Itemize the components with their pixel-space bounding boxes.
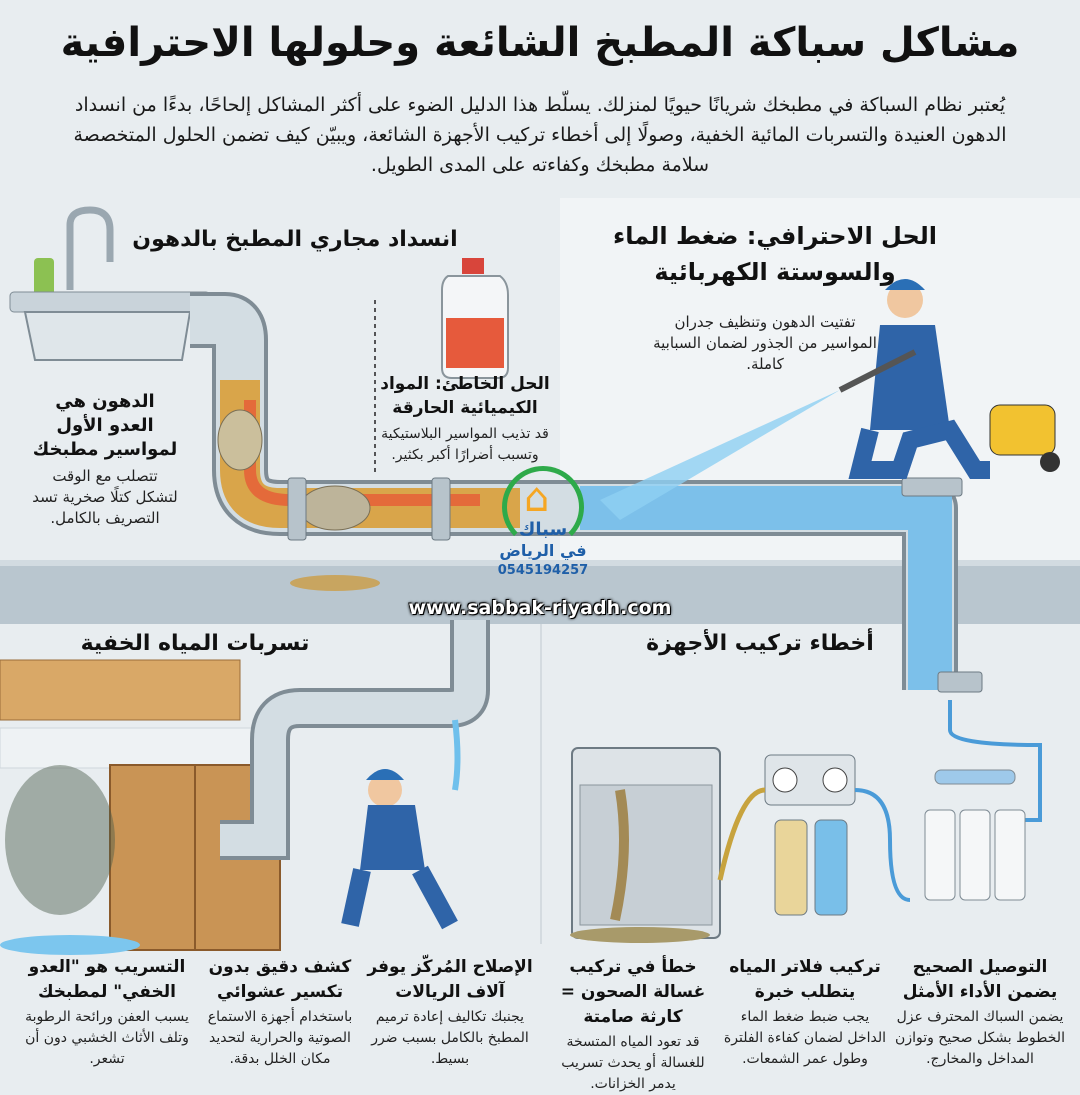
plumber-leak-detection-icon (341, 769, 458, 930)
grease-puddle (290, 575, 380, 591)
caption-title: التسريب هو "العدو الخفي" لمطبخك (28, 957, 186, 1002)
appliances-heading: أخطاء تركيب الأجهزة (646, 631, 874, 656)
logo-phone: 0545194257 (497, 563, 589, 578)
caption-title: كشف دقيق بدون تكسير عشوائي (208, 957, 352, 1002)
intro-paragraph: يُعتبر نظام السباكة في مطبخك شريانًا حيو… (73, 94, 1007, 176)
house-icon: ⌂ (524, 475, 550, 521)
caption-title: التوصيل الصحيح يضمن الأداء الأمثل (902, 957, 1058, 1002)
caption-body: يجب ضبط ضغط الماء الداخل لضمان كفاءة الف… (723, 1009, 887, 1067)
grease-blockage (217, 409, 263, 471)
website-watermark: www.sabbak-riyadh.com (408, 597, 672, 619)
caption-body: يسبب العفن ورائحة الرطوبة وتلف الأثاث ال… (25, 1009, 189, 1067)
caption-focused-repair: الإصلاح المُركّز يوفر آلاف الريالات يجنب… (365, 955, 535, 1070)
sink-faucet-icon (9, 206, 211, 361)
dishwasher-icon (570, 747, 721, 943)
pro-solution-body: تفتيت الدهون وتنظيف جدران المواسير من ال… (653, 313, 877, 373)
caption-title: الإصلاح المُركّز يوفر آلاف الريالات (367, 957, 533, 1002)
grease-section-heading: انسداد مجاري المطبخ بالدهون (132, 227, 458, 252)
caption-title: تركيب فلاتر المياه يتطلب خبرة (729, 957, 881, 1002)
logo-ring (502, 466, 584, 548)
mold-stain (5, 765, 115, 915)
caption-body: قد تعود المياه المتسخة للغسالة أو يحدث ت… (561, 1034, 705, 1092)
ro-filter-system-icon (854, 700, 1042, 902)
grease-callout-title: الدهون هي العدو الأول لمواسير مطبخك (32, 391, 178, 460)
grease-callout: الدهون هي العدو الأول لمواسير مطبخك تتصل… (30, 390, 180, 529)
caption-dishwasher: خطأ في تركيب غسالة الصحون = كارثة صامتة … (548, 955, 718, 1095)
chemical-bottle-icon (374, 258, 509, 475)
chemicals-callout-body: قد تذيب المواسير البلاستيكية وتسبب أضرار… (381, 426, 549, 463)
grease-callout-body: تتصلب مع الوقت لتشكل كتلًا صخرية تسد الت… (32, 467, 178, 527)
logo-name-line2: في الرياض (499, 541, 587, 560)
caption-body: يجنبك تكاليف إعادة ترميم المطبخ بالكامل … (371, 1009, 529, 1067)
caption-water-filters: تركيب فلاتر المياه يتطلب خبرة يجب ضبط ضغ… (720, 955, 890, 1070)
kitchen-counter (0, 566, 1080, 624)
counter-edge (0, 560, 1080, 568)
chemicals-callout-title: الحل الخاطئ: المواد الكيميائية الحارقة (380, 374, 550, 418)
chemicals-callout: الحل الخاطئ: المواد الكيميائية الحارقة ق… (375, 372, 555, 466)
water-filter-icon (717, 754, 856, 916)
caption-hidden-leak: التسريب هو "العدو الخفي" لمطبخك يسبب الع… (22, 955, 192, 1070)
company-logo: ⌂ سباك في الرياض 0545194257 (496, 466, 590, 586)
caption-correct-connection: التوصيل الصحيح يضمن الأداء الأمثل يضمن ا… (895, 955, 1065, 1070)
leaking-pipe (220, 620, 490, 860)
plumber-pressure-washer-icon (838, 279, 1060, 479)
caption-leak-detection: كشف دقيق بدون تكسير عشوائي باستخدام أجهز… (195, 955, 365, 1070)
logo-name-line1: سباك (518, 519, 568, 540)
caption-title: خطأ في تركيب غسالة الصحون = كارثة صامتة (560, 957, 706, 1027)
kitchen-cabinets-icon (0, 659, 281, 955)
page-title: مشاكل سباكة المطبخ الشائعة وحلولها الاحت… (60, 20, 1020, 66)
leaks-heading: تسربات المياه الخفية (80, 631, 310, 656)
caption-body: يضمن السباك المحترف عزل الخطوط بشكل صحيح… (895, 1009, 1065, 1067)
caption-body: باستخدام أجهزة الاستماع الصوتية والحراري… (207, 1009, 353, 1067)
section-divider (540, 624, 542, 944)
pro-solution-heading: الحل الاحترافي: ضغط الماء والسوستة الكهر… (612, 222, 937, 286)
water-jet (600, 390, 840, 520)
water-puddle (0, 935, 140, 955)
